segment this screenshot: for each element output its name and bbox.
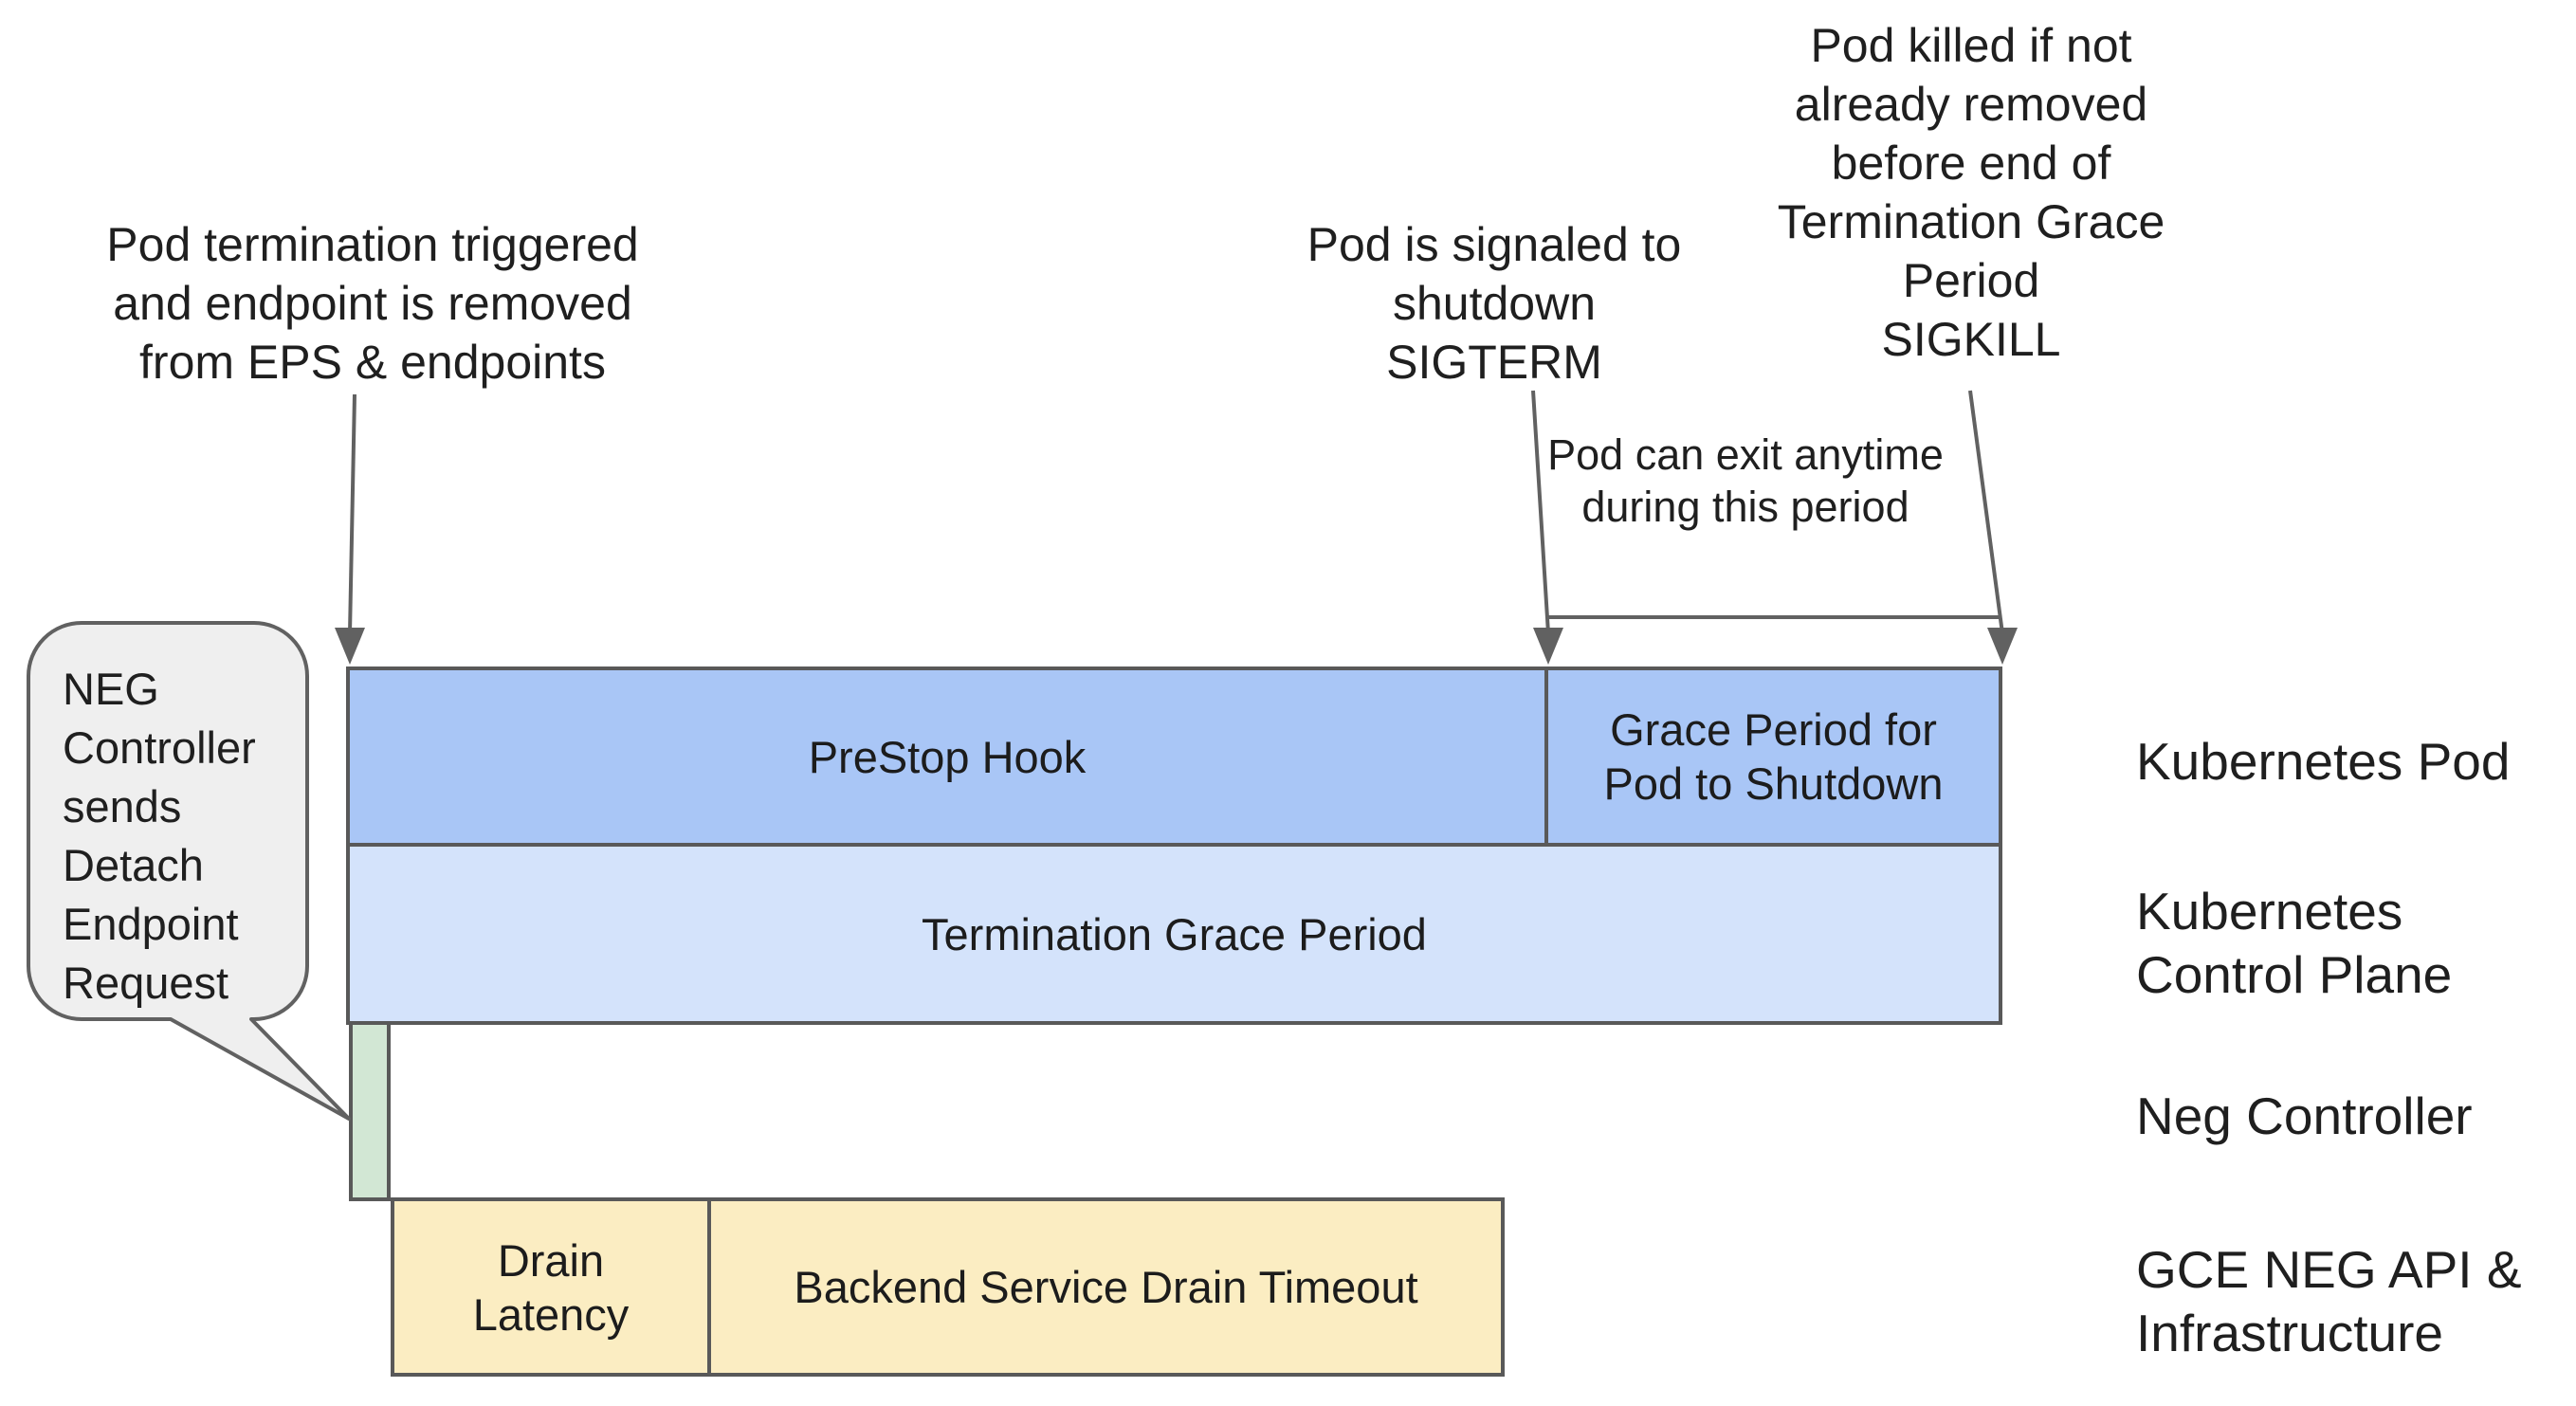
neg-detach-bar: [349, 1021, 391, 1201]
neg-bubble-text: NEG Controller sends Detach Endpoint Req…: [63, 664, 256, 1008]
lane-label-kubernetes-control-plane: Kubernetes Control Plane: [2136, 882, 2453, 1004]
prestop-hook-label: PreStop Hook: [808, 731, 1087, 782]
backend-drain-timeout-label: Backend Service Drain Timeout: [794, 1262, 1418, 1312]
lane-label-kubernetes-pod: Kubernetes Pod: [2136, 732, 2511, 791]
drain-latency-label: Drain Latency: [472, 1234, 630, 1340]
termination-grace-period-bar: Termination Grace Period: [346, 843, 2002, 1025]
note-termination-trigger: Pod termination triggered and endpoint i…: [106, 218, 639, 389]
termination-grace-period-label: Termination Grace Period: [922, 908, 1427, 959]
sigterm-arrowhead-icon: [1533, 628, 1563, 665]
grace-period-label: Grace Period for Pod to Shutdown: [1603, 704, 1944, 809]
termination-trigger-arrow-line: [348, 393, 356, 634]
lane-label-gce-neg-api: GCE NEG API & Infrastructure: [2136, 1240, 2522, 1362]
sigkill-arrow-line: [1968, 390, 2004, 634]
note-sigkill: Pod killed if not already removed before…: [1777, 19, 2165, 366]
lane-label-neg-controller: Neg Controller: [2136, 1086, 2473, 1145]
prestop-hook-bar: PreStop Hook: [346, 666, 1548, 847]
drain-latency-bar: Drain Latency: [391, 1197, 711, 1377]
sigterm-arrow-line: [1531, 390, 1550, 634]
backend-drain-timeout-bar: Backend Service Drain Timeout: [707, 1197, 1505, 1377]
sigkill-arrowhead-icon: [1987, 628, 2018, 665]
note-sigterm: Pod is signaled to shutdown SIGTERM: [1306, 218, 1682, 389]
note-pod-exit-anytime: Pod can exit anytime during this period: [1547, 430, 1944, 531]
termination-trigger-arrowhead-icon: [335, 628, 365, 665]
grace-period-bar: Grace Period for Pod to Shutdown: [1544, 666, 2002, 847]
